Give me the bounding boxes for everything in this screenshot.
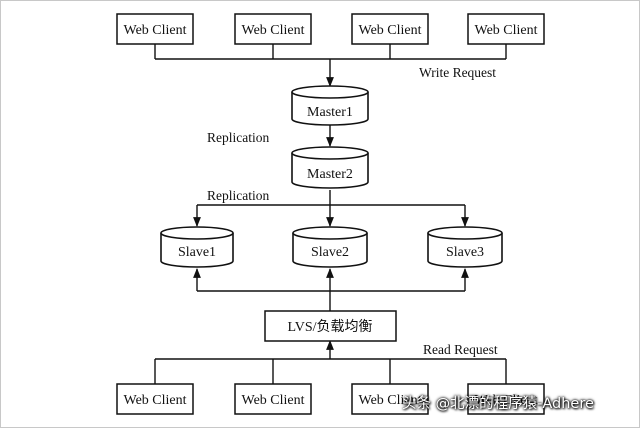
read-request-label: Read Request	[423, 342, 498, 357]
top-client-4-label: Web Client	[474, 23, 537, 38]
lvs-label: LVS/负载均衡	[287, 319, 372, 335]
bottom-client-1: Web Client	[116, 383, 194, 415]
bottom-client-4: Web Client	[467, 383, 545, 415]
top-client-3: Web Client	[351, 13, 429, 45]
write-request-label: Write Request	[419, 65, 496, 80]
top-client-2: Web Client	[234, 13, 312, 45]
slave2-label: Slave2	[311, 245, 349, 260]
top-client-2-label: Web Client	[241, 23, 304, 38]
slave1-database: Slave1	[160, 226, 234, 268]
top-client-1-label: Web Client	[123, 23, 186, 38]
bottom-client-2-label: Web Client	[241, 393, 304, 408]
top-client-3-label: Web Client	[358, 23, 421, 38]
master1-label: Master1	[307, 105, 353, 120]
connection-lines	[154, 44, 507, 384]
bottom-client-3: Web Client	[351, 383, 429, 415]
top-client-1: Web Client	[116, 13, 194, 45]
watermark-text: 头条 @北漂的程序猿-Adhere	[402, 396, 594, 412]
slave3-label: Slave3	[446, 245, 484, 260]
master2-label: Master2	[307, 167, 353, 182]
bottom-client-2: Web Client	[234, 383, 312, 415]
lvs-load-balancer: LVS/负载均衡	[264, 310, 397, 342]
replication-label-1: Replication	[207, 130, 269, 145]
top-client-4: Web Client	[467, 13, 545, 45]
replication-label-2: Replication	[207, 188, 269, 203]
bottom-client-4-label: Web Client	[474, 393, 537, 408]
bottom-client-3-label: Web Client	[358, 393, 421, 408]
slave3-database: Slave3	[427, 226, 503, 268]
master2-database: Master2	[291, 146, 369, 189]
master1-database: Master1	[291, 85, 369, 126]
slave1-label: Slave1	[178, 245, 216, 260]
slave2-database: Slave2	[292, 226, 368, 268]
bottom-client-1-label: Web Client	[123, 393, 186, 408]
